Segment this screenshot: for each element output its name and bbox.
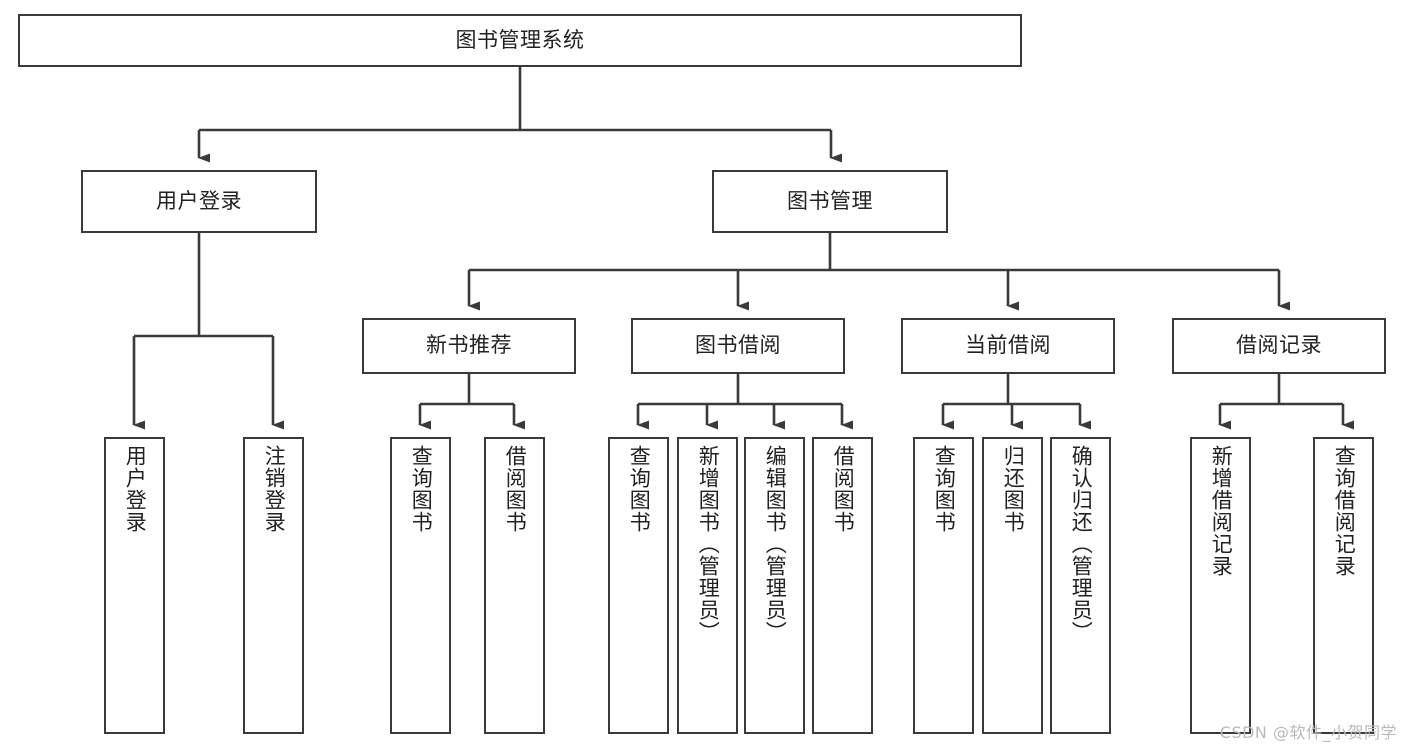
node-root-system[interactable]: 图书管理系统 xyxy=(18,14,1022,67)
node-label: 注销登录 xyxy=(262,445,287,533)
leaf-current-confirm-return-admin[interactable]: 确认归还（管理员） xyxy=(1050,437,1111,734)
node-label: 借阅记录 xyxy=(1236,333,1322,358)
node-new-book-recommend[interactable]: 新书推荐 xyxy=(362,318,576,374)
node-borrow-records[interactable]: 借阅记录 xyxy=(1172,318,1386,374)
leaf-user-logout[interactable]: 注销登录 xyxy=(243,437,304,734)
node-book-management[interactable]: 图书管理 xyxy=(712,170,948,233)
leaf-records-query-record[interactable]: 查询借阅记录 xyxy=(1313,437,1374,734)
node-label: 借阅图书 xyxy=(831,445,856,533)
leaf-records-add-record[interactable]: 新增借阅记录 xyxy=(1190,437,1251,734)
node-label: 确认归还（管理员） xyxy=(1069,445,1094,643)
node-label: 图书管理系统 xyxy=(455,27,585,52)
node-label: 图书借阅 xyxy=(695,333,781,358)
node-book-borrow[interactable]: 图书借阅 xyxy=(631,318,845,374)
node-current-borrow[interactable]: 当前借阅 xyxy=(901,318,1115,374)
node-label: 查询图书 xyxy=(932,445,957,533)
node-label: 图书管理 xyxy=(787,188,873,213)
leaf-borrow-add-book-admin[interactable]: 新增图书（管理员） xyxy=(677,437,738,734)
node-label: 新增借阅记录 xyxy=(1209,445,1234,577)
node-label: 查询借阅记录 xyxy=(1332,445,1357,577)
leaf-borrow-lend-book[interactable]: 借阅图书 xyxy=(812,437,873,734)
leaf-current-return-book[interactable]: 归还图书 xyxy=(982,437,1043,734)
leaf-newbook-borrow-book[interactable]: 借阅图书 xyxy=(484,437,545,734)
leaf-borrow-edit-book-admin[interactable]: 编辑图书（管理员） xyxy=(744,437,805,734)
leaf-borrow-query-book[interactable]: 查询图书 xyxy=(608,437,669,734)
node-label: 查询图书 xyxy=(409,445,434,533)
leaf-user-login[interactable]: 用户登录 xyxy=(104,437,165,734)
node-label: 新增图书（管理员） xyxy=(696,445,721,643)
node-user-login[interactable]: 用户登录 xyxy=(81,170,317,233)
node-label: 用户登录 xyxy=(123,445,148,533)
node-label: 编辑图书（管理员） xyxy=(763,445,788,643)
leaf-current-query-book[interactable]: 查询图书 xyxy=(913,437,974,734)
node-label: 查询图书 xyxy=(627,445,652,533)
node-label: 归还图书 xyxy=(1001,445,1026,533)
node-label: 当前借阅 xyxy=(965,333,1051,358)
node-label: 用户登录 xyxy=(156,188,242,213)
node-label: 新书推荐 xyxy=(426,333,512,358)
node-label: 借阅图书 xyxy=(503,445,528,533)
leaf-newbook-query-book[interactable]: 查询图书 xyxy=(390,437,451,734)
